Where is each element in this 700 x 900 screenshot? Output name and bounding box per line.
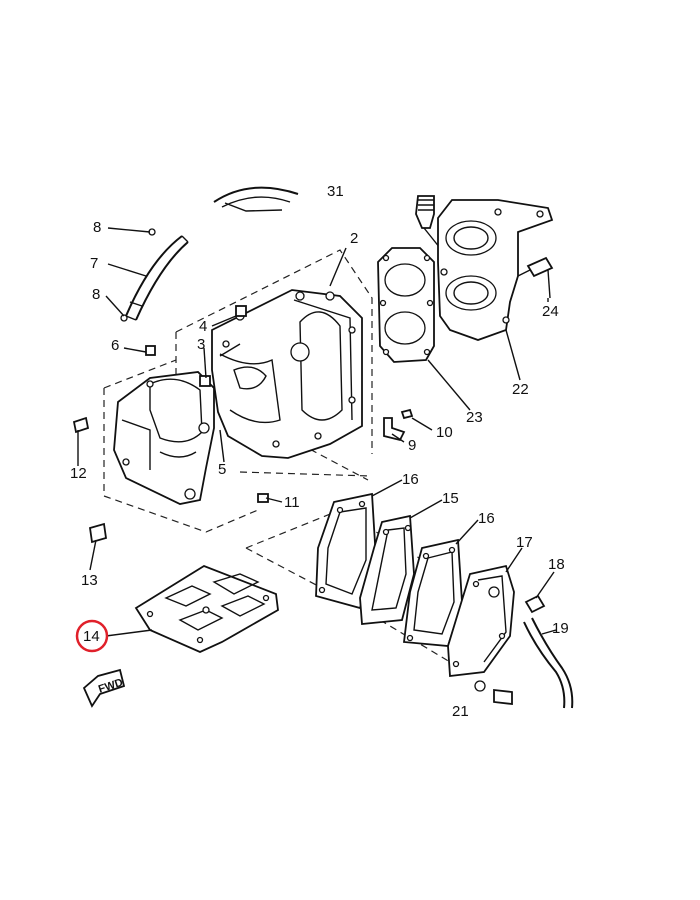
- spark-plug-part: [415, 195, 441, 249]
- label-31: 31: [327, 183, 344, 200]
- small-fittings: [72, 228, 414, 544]
- label-18: 18: [548, 556, 565, 573]
- gasket-15-part: [359, 514, 415, 625]
- hose-19-part: [523, 617, 574, 709]
- leader-lines: [77, 227, 557, 637]
- hose-7-part: [125, 235, 189, 321]
- bolt-21-part: [474, 680, 513, 706]
- cover-17-part: [447, 564, 515, 678]
- label-11: 11: [284, 494, 300, 511]
- label-15: 15: [442, 490, 459, 507]
- label-16-right: 16: [478, 510, 495, 527]
- label-24: 24: [542, 303, 559, 320]
- label-17: 17: [516, 534, 533, 551]
- cylinder-head-part: [437, 199, 554, 341]
- label-8-bottom: 8: [92, 286, 100, 303]
- forward-arrow-icon: FWD: [82, 668, 126, 708]
- head-gasket-part: [377, 247, 435, 363]
- label-13: 13: [81, 572, 98, 589]
- label-12: 12: [70, 465, 87, 482]
- nipple-18-part: [524, 594, 546, 614]
- label-2: 2: [350, 230, 358, 247]
- label-19: 19: [552, 620, 569, 637]
- label-14: 14: [83, 628, 100, 645]
- label-4: 4: [199, 318, 207, 335]
- label-8-top: 8: [93, 219, 101, 236]
- label-6: 6: [111, 337, 119, 354]
- crankcase-half-part: [113, 371, 215, 505]
- label-9: 9: [408, 437, 416, 454]
- gasket-14-part: [134, 564, 279, 653]
- label-3: 3: [197, 336, 205, 353]
- label-10: 10: [436, 424, 453, 441]
- label-21: 21: [452, 703, 469, 720]
- label-5: 5: [218, 461, 226, 478]
- label-7: 7: [90, 255, 98, 272]
- bolt-24-part: [517, 256, 554, 299]
- callout-labels: 31 8 7 8 2 4 3 6 24 22 23 10 9 12 5 11 1…: [70, 183, 569, 720]
- highlight-circle-14: [75, 619, 109, 653]
- crankcase-cylinder-part: [211, 289, 363, 459]
- label-23: 23: [466, 409, 483, 426]
- gasket-holes: [318, 500, 456, 642]
- label-22: 22: [512, 381, 529, 398]
- circlip-part: [213, 186, 299, 212]
- label-16-left: 16: [402, 471, 419, 488]
